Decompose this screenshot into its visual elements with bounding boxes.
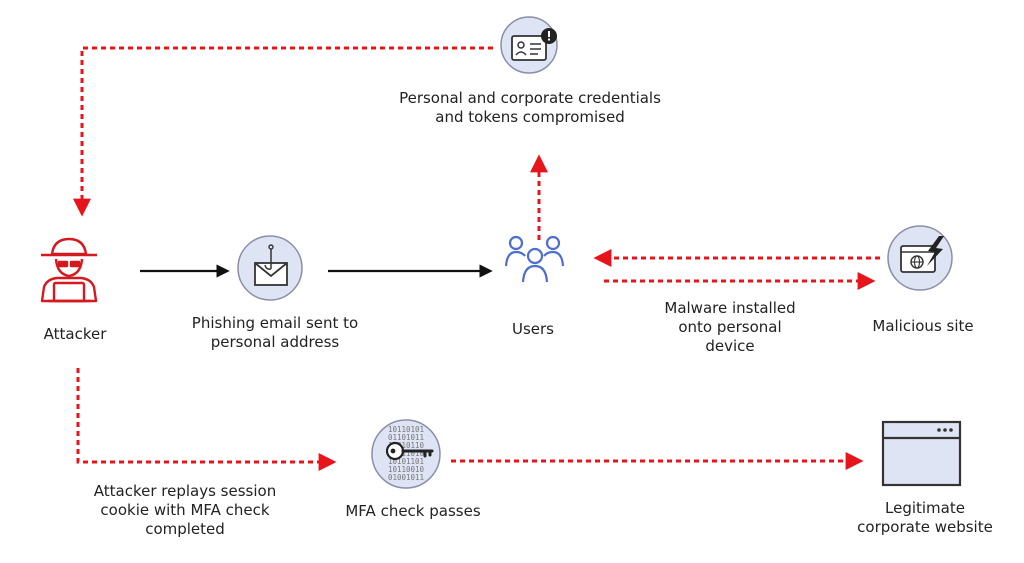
id-card-alert-icon: [500, 16, 558, 74]
malicious-site-label: Malicious site: [872, 317, 974, 335]
browser-window-icon: [881, 420, 962, 487]
binary-pattern: 1011010101101011110101100101101010101101…: [388, 425, 425, 482]
malware-installed-label: Malware installed onto personal device: [664, 299, 796, 355]
binary-row: 10110101: [388, 425, 424, 434]
credentials-compromised-label: Personal and corporate credentials and t…: [399, 89, 661, 126]
phishing-email-label: Phishing email sent to personal address: [191, 314, 359, 351]
malicious-site-icon: [887, 225, 953, 291]
phishing-email-icon: [237, 235, 303, 301]
mfa-check-label: MFA check passes: [345, 502, 481, 520]
binary-row: 01101011: [388, 433, 424, 442]
attacker-label: Attacker: [43, 325, 107, 343]
hacker-icon: [40, 237, 98, 303]
legitimate-website-label: Legitimate corporate website: [857, 499, 993, 536]
arrow-attacker-to-mfa: [76, 368, 337, 471]
key-icon: 1011010101101011110101100101101010101101…: [371, 419, 441, 489]
binary-row: 10110010: [388, 465, 425, 474]
attack-arrows: [73, 46, 880, 471]
binary-row: 01011010: [388, 449, 425, 458]
users-label: Users: [511, 320, 554, 338]
session-replay-label: Attacker replays session cookie with MFA…: [93, 482, 277, 538]
binary-row: 11010110: [388, 441, 425, 450]
binary-row: 01001011: [388, 473, 424, 482]
arrow-credentials-to-attacker: [73, 46, 493, 217]
users-icon: [504, 235, 565, 283]
binary-row: 10101101: [388, 457, 424, 466]
